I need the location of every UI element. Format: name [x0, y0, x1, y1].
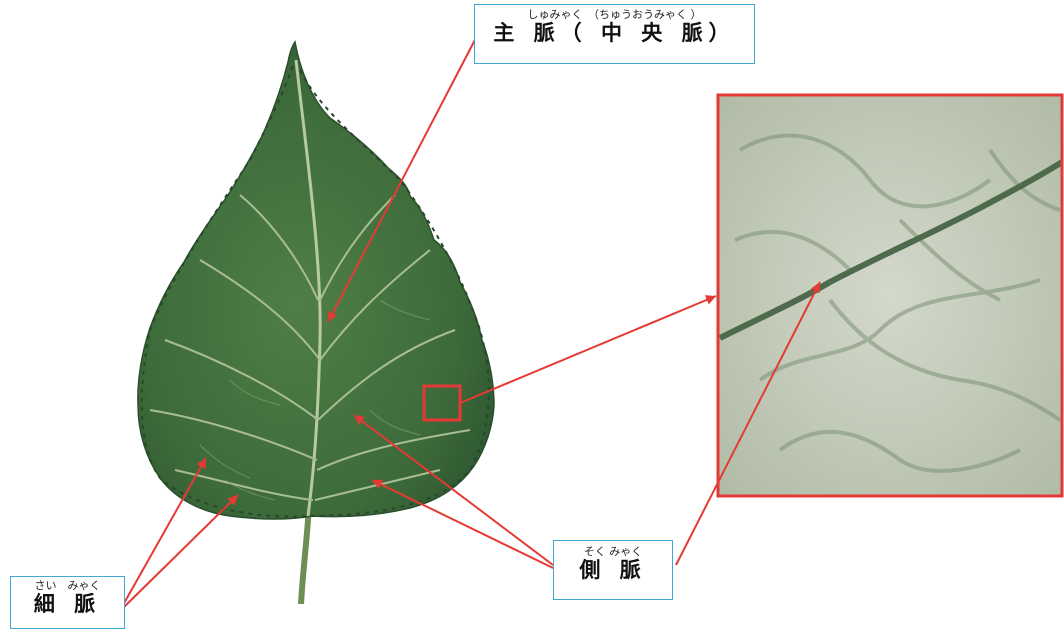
leaf-illustration — [138, 42, 494, 604]
main-vein-ruby: しゅみゃく （ちゅうおうみゃく ） — [475, 8, 754, 21]
lateral-vein-ruby: そく みゃく — [554, 545, 672, 558]
arrow-fine-lower — [123, 495, 238, 608]
arrow-zoom — [460, 296, 716, 403]
arrow-lateral-lower — [372, 480, 553, 568]
main-vein-text: 主 脈（ 中 央 脈） — [475, 21, 754, 45]
main-vein-label: しゅみゃく （ちゅうおうみゃく ） 主 脈（ 中 央 脈） — [474, 4, 755, 64]
fine-vein-label: さい みゃく 細 脈 — [10, 576, 125, 629]
leaf-petiole — [298, 505, 312, 604]
lateral-vein-text: 側 脈 — [554, 558, 672, 582]
lateral-vein-label: そく みゃく 側 脈 — [553, 540, 673, 600]
fine-vein-text: 細 脈 — [11, 592, 124, 616]
zoom-inset — [718, 95, 1062, 496]
zoom-inset-background — [718, 95, 1062, 496]
fine-vein-ruby: さい みゃく — [11, 579, 124, 592]
